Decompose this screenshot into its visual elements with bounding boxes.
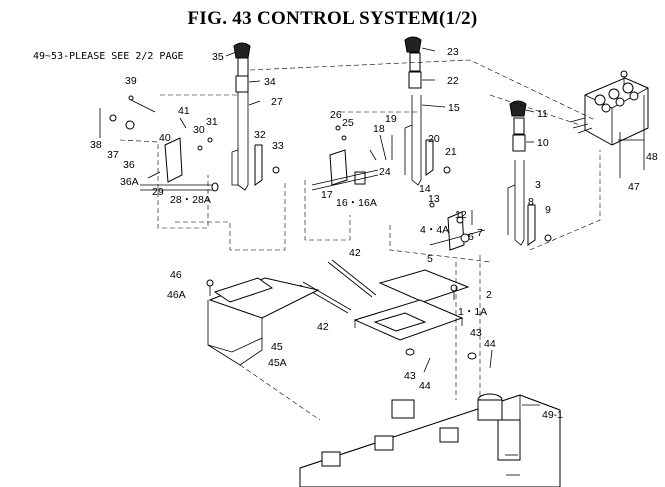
callout-1: 1・1A	[458, 306, 487, 318]
callout-20: 20	[428, 133, 440, 145]
callout-11: 11	[537, 108, 548, 120]
callout-41: 41	[178, 105, 190, 117]
callout-22: 22	[447, 75, 459, 87]
callout-45a: 45A	[268, 357, 287, 369]
callout-36a: 36A	[120, 176, 139, 188]
callout-46a: 46A	[167, 289, 186, 301]
callout-39: 39	[125, 75, 137, 87]
figure-title: FIG. 43 CONTROL SYSTEM(1/2)	[187, 8, 478, 29]
callout-7: 7	[477, 227, 483, 239]
callout-44-left: 44	[419, 380, 431, 392]
callout-35: 35	[212, 51, 224, 63]
callout-36: 36	[123, 159, 135, 171]
control-valve	[569, 70, 649, 146]
callout-21: 21	[445, 146, 457, 158]
washers-bolts	[405, 348, 493, 373]
callout-30: 30	[193, 124, 205, 136]
callout-47: 47	[628, 181, 640, 193]
callout-3: 3	[535, 179, 541, 191]
callout-9: 9	[545, 204, 551, 216]
callout-14: 14	[419, 183, 431, 195]
callout-45: 45	[271, 341, 283, 353]
callout-26: 26	[330, 109, 342, 121]
callout-31: 31	[206, 116, 218, 128]
callout-29: 29	[152, 186, 164, 198]
bracket-middle	[311, 125, 379, 191]
callout-8: 8	[528, 196, 534, 208]
callout-40: 40	[159, 132, 171, 144]
callout-16: 16・16A	[336, 197, 377, 209]
callout-49-1: 49-1	[542, 409, 563, 421]
lever-left	[231, 42, 280, 191]
callout-42-lower: 42	[317, 321, 329, 333]
callout-10: 10	[537, 137, 549, 149]
callout-13: 13	[428, 193, 440, 205]
bracket-left	[99, 95, 219, 192]
callout-23: 23	[447, 46, 459, 58]
callout-33: 33	[272, 140, 284, 152]
callout-4: 4・4A	[420, 224, 449, 236]
callout-leaders	[225, 47, 645, 406]
dashed-leaders	[119, 59, 601, 421]
callout-5: 5	[427, 253, 433, 265]
callout-46: 46	[170, 269, 182, 281]
callout-24: 24	[379, 166, 391, 178]
callout-labels: 1・1A 2 3 4・4A 5 6 7 8 9 10 11 12 13 14 1…	[90, 46, 658, 421]
callout-15: 15	[448, 102, 460, 114]
lever-right	[507, 100, 552, 246]
bracket-right	[429, 202, 486, 251]
callout-34: 34	[264, 76, 276, 88]
callout-44-right: 44	[484, 338, 496, 350]
reference-note: 49~53-PLEASE SEE 2/2 PAGE	[33, 51, 184, 62]
base-frame	[299, 393, 561, 487]
callout-25: 25	[342, 117, 354, 129]
callout-17: 17	[321, 189, 333, 201]
callout-18: 18	[373, 123, 385, 135]
cover-plate	[206, 277, 320, 366]
callout-43-right: 43	[470, 327, 482, 339]
callout-28: 28・28A	[170, 194, 211, 206]
callout-19: 19	[385, 113, 397, 125]
callout-38: 38	[90, 139, 102, 151]
callout-32: 32	[254, 129, 266, 141]
callout-2: 2	[486, 289, 492, 301]
callout-27: 27	[271, 96, 283, 108]
callout-37: 37	[107, 149, 119, 161]
lever-middle	[379, 36, 451, 186]
callout-42-upper: 42	[349, 247, 361, 259]
callout-12: 12	[455, 209, 467, 221]
callout-43-left: 43	[404, 370, 416, 382]
callout-48: 48	[646, 151, 658, 163]
callout-6: 6	[468, 231, 474, 243]
